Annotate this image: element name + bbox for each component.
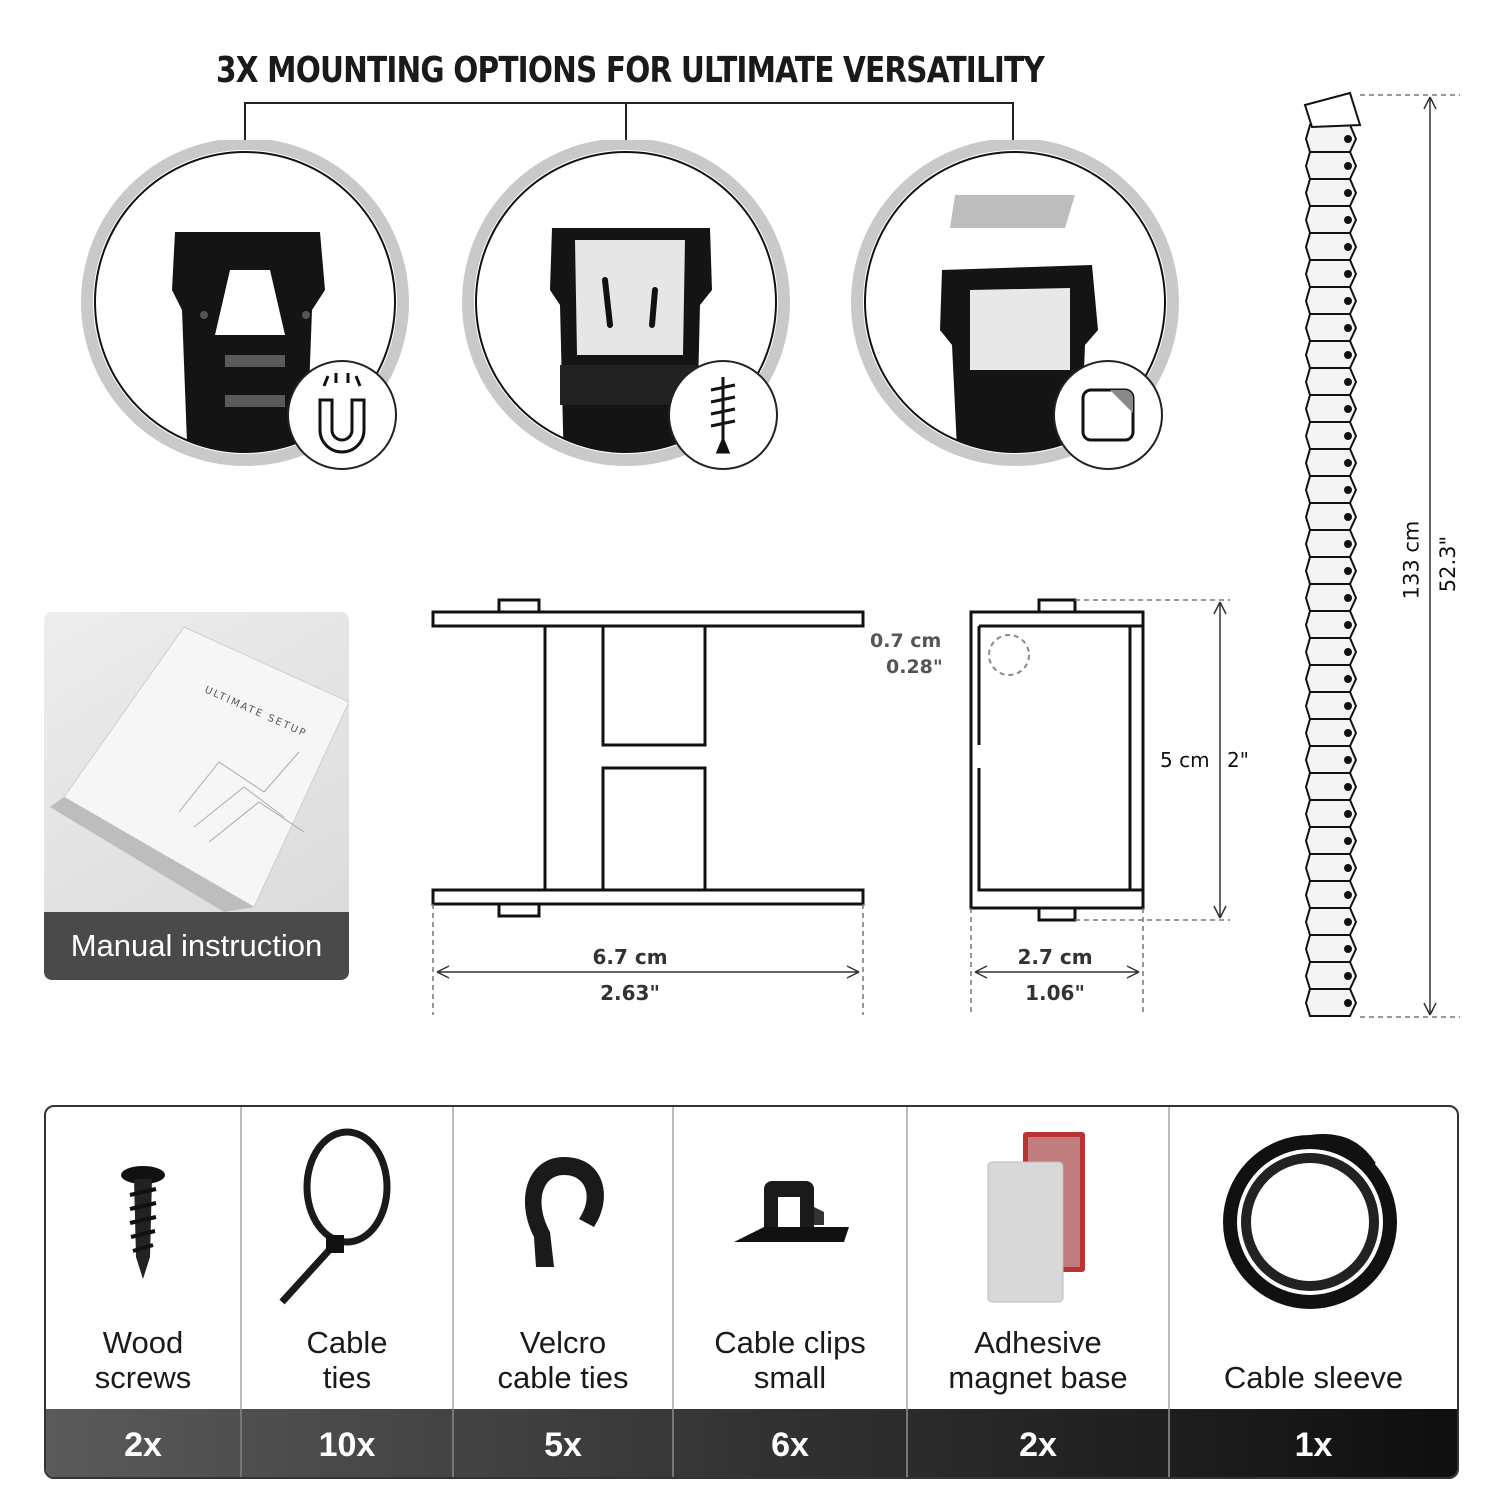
chain-link-pin [1344, 918, 1352, 926]
kit-name-line2: Cable sleeve [1223, 1360, 1404, 1395]
chain-link-pin [1344, 297, 1352, 305]
front-drawing [431, 598, 865, 1015]
kit-qty-cable-sleeve: 1x [1294, 1426, 1333, 1464]
chain-link [1304, 988, 1358, 1017]
mounting-options [81, 140, 1179, 470]
chain-link-pin [1344, 999, 1352, 1007]
chain-link-pin [1344, 675, 1352, 683]
side-width-in: 1.06" [1025, 981, 1085, 1005]
chain-link-pin [1344, 243, 1352, 251]
cable-clip-icon [734, 1181, 849, 1242]
kit-item-cable-sleeve: Cable sleeve [1170, 1107, 1457, 1409]
mounting-option-magnet [81, 140, 409, 470]
chain-length-cm: 133 cm [1399, 520, 1424, 600]
side-width-cm: 2.7 cm [1017, 945, 1093, 969]
wood-screw-icon [121, 1166, 165, 1279]
kit-name-line1: Velcro [519, 1325, 607, 1360]
chain-link-pin [1344, 810, 1352, 818]
kit-name-line2: cable ties [497, 1360, 629, 1395]
manual-booklet: ULTIMATE SETUP [50, 626, 349, 912]
chain-link-pin [1344, 972, 1352, 980]
chain-link-pin [1344, 378, 1352, 386]
velcro-tie-icon [525, 1157, 604, 1267]
chain-link-pin [1344, 432, 1352, 440]
manual-label: Manual instruction [44, 912, 349, 980]
chain-link-pin [1344, 513, 1352, 521]
kit-name-line1: Cable [306, 1325, 388, 1360]
chain-link-pin [1344, 837, 1352, 845]
chain-link-pin [1344, 540, 1352, 548]
mounting-option-screws [462, 140, 790, 470]
magnet-base-icon [987, 1132, 1085, 1303]
cable-chain [1303, 91, 1460, 1018]
magnet-icon [287, 360, 397, 470]
chain-link-pin [1344, 270, 1352, 278]
kit-name-line1: Adhesive [974, 1325, 1102, 1360]
height-cm: 5 cm [1160, 748, 1210, 772]
front-width-in: 2.63" [600, 981, 660, 1005]
chain-link-pin [1344, 459, 1352, 467]
chain-link-pin [1344, 783, 1352, 791]
kit-name-line2: screws [94, 1360, 192, 1395]
headline-bracket [244, 102, 1014, 150]
hole-in: 0.28" [886, 656, 943, 678]
chain-link-pin [1344, 945, 1352, 953]
mounting-option-adhesive [851, 140, 1179, 470]
kit-qty-wood-screws: 2x [46, 1409, 242, 1477]
chain-link-pin [1344, 864, 1352, 872]
kit-qty-magnet-base: 2x [908, 1409, 1170, 1477]
kit-name-line2: small [753, 1360, 827, 1395]
mounting-hole [988, 634, 1030, 676]
chain-length-in: 52.3" [1436, 535, 1461, 593]
chain-link-pin [1344, 162, 1352, 170]
chain-link-pin [1344, 648, 1352, 656]
chain-link-pin [1344, 891, 1352, 899]
kit-name-line1: Wood [102, 1325, 184, 1360]
chain-link-pin [1344, 621, 1352, 629]
chain-link-pin [1344, 324, 1352, 332]
kit-name-line1: Cable clips [714, 1325, 866, 1360]
front-width-cm: 6.7 cm [592, 945, 668, 969]
height-in: 2" [1227, 748, 1249, 772]
kit-quantity-bar: 2x 10x 5x 6x 2x 1x [46, 1409, 1457, 1477]
kit-qty-cable-ties: 10x [242, 1409, 454, 1477]
chain-link-pin [1344, 594, 1352, 602]
chain-link-pin [1344, 216, 1352, 224]
chain-link-pin [1344, 702, 1352, 710]
side-drawing [969, 598, 1230, 1015]
chain-link-pin [1344, 756, 1352, 764]
hole-cm: 0.7 cm [870, 630, 942, 652]
chain-link-pin [1344, 486, 1352, 494]
chain-link-pin [1344, 351, 1352, 359]
chain-link-pin [1344, 405, 1352, 413]
chain-link-pin [1344, 189, 1352, 197]
chain-link-pin [1344, 135, 1352, 143]
cable-tie-icon [279, 1128, 391, 1305]
kit-qty-cable-clips: 6x [674, 1409, 908, 1477]
cable-sleeve-icon [1223, 1134, 1397, 1309]
kit-name-line2: magnet base [948, 1360, 1128, 1395]
adhesive-pad-icon [1053, 360, 1163, 470]
headline: 3X MOUNTING OPTIONS FOR ULTIMATE VERSATI… [216, 50, 1045, 91]
chain-link-pin [1344, 567, 1352, 575]
kit-name-line2: ties [322, 1360, 372, 1395]
kit-qty-velcro-ties: 5x [454, 1409, 674, 1477]
chain-link-pin [1344, 729, 1352, 737]
